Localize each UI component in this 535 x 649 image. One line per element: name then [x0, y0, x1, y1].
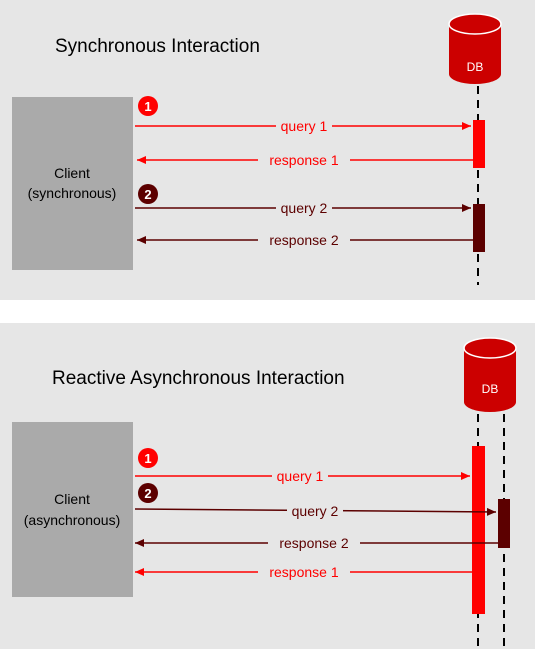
async-badge-2: 2 — [138, 483, 158, 503]
sync-title: Synchronous Interaction — [55, 36, 260, 57]
async-badge-1: 1 — [138, 448, 158, 468]
sync-client-box — [12, 97, 133, 270]
async-db-activation-1 — [472, 446, 485, 614]
sync-panel: Synchronous Interaction DB Client (synch… — [0, 0, 535, 300]
sync-client-label-line2: (synchronous) — [28, 185, 117, 201]
sync-db-activation-1 — [473, 120, 485, 168]
async-panel: Reactive Asynchronous Interaction DB Cli… — [0, 323, 535, 649]
sync-db-activation-2 — [473, 204, 485, 252]
sync-db-icon: DB — [448, 13, 502, 84]
svg-text:1: 1 — [144, 451, 151, 466]
svg-text:1: 1 — [144, 99, 151, 114]
sync-badge-1: 1 — [138, 96, 158, 116]
async-db-activation-2 — [498, 499, 510, 548]
sync-query2-label: query 2 — [281, 200, 328, 216]
async-client-label-line2: (asynchronous) — [24, 512, 121, 528]
svg-text:2: 2 — [144, 486, 151, 501]
async-response1-label: response 1 — [269, 564, 338, 580]
async-client-box — [12, 422, 133, 597]
sync-query1-label: query 1 — [281, 118, 328, 134]
svg-text:2: 2 — [144, 187, 151, 202]
async-db-label: DB — [482, 382, 499, 396]
async-title: Reactive Asynchronous Interaction — [52, 368, 345, 389]
async-query2-label: query 2 — [292, 503, 339, 519]
sync-db-label: DB — [467, 60, 484, 74]
sync-response2-label: response 2 — [269, 232, 338, 248]
sync-client-label-line1: Client — [54, 165, 90, 181]
async-client-label-line1: Client — [54, 491, 90, 507]
async-response2-label: response 2 — [279, 535, 348, 551]
async-query1-label: query 1 — [277, 468, 324, 484]
sync-response1-label: response 1 — [269, 152, 338, 168]
async-db-icon: DB — [463, 337, 517, 412]
sync-badge-2: 2 — [138, 184, 158, 204]
